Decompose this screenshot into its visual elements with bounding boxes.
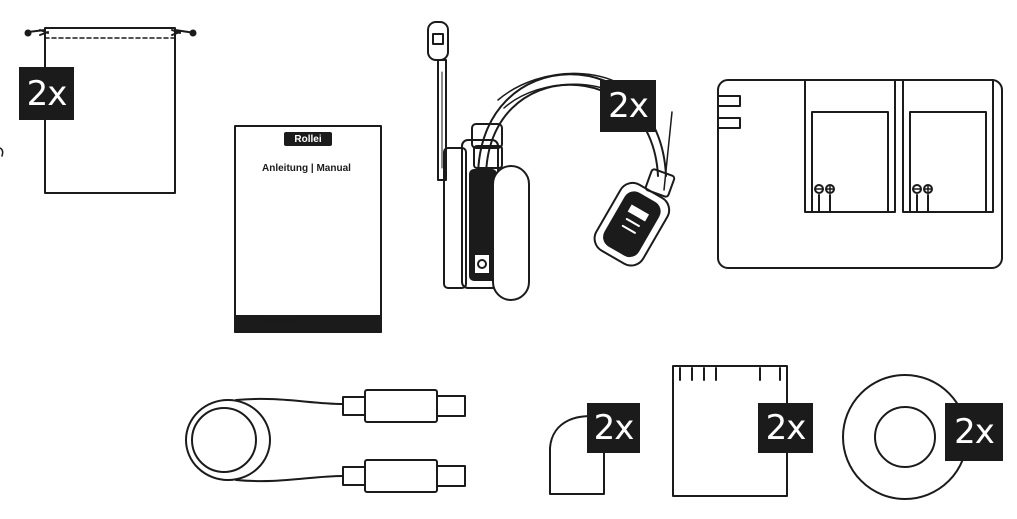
headset	[427, 21, 676, 301]
manual-booklet	[234, 125, 382, 333]
drawstring-pouch	[24, 27, 197, 194]
pouch-quantity-badge: 2x	[19, 67, 74, 120]
manual-url: www.rollei.de	[266, 318, 296, 324]
manual-title: Anleitung | Manual	[262, 163, 351, 174]
usb-cable	[185, 389, 466, 493]
ring-quantity-badge: 2x	[945, 403, 1003, 461]
manual-brand-logo: Rollei	[284, 132, 332, 146]
ear-cushion-quantity-badge: 2x	[587, 403, 640, 453]
dual-battery-charger	[717, 79, 1003, 269]
headset-quantity-badge: 2x	[600, 80, 656, 132]
pad-quantity-badge: 2x	[758, 403, 813, 453]
